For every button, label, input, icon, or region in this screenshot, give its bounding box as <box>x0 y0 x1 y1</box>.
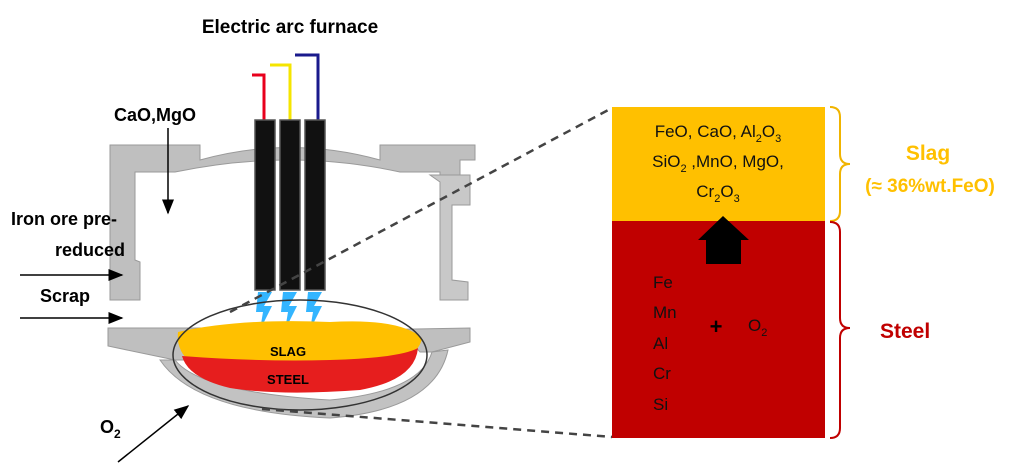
wire-yellow <box>270 63 292 122</box>
furnace-slag-label: SLAG <box>270 344 306 359</box>
slag-box <box>612 107 825 221</box>
slag-composition-line1: FeO, CaO, Al2O3 <box>655 122 782 145</box>
up-arrow-icon <box>698 216 749 264</box>
slag-composition-line2: SiO2 ,MnO, MgO, <box>652 152 784 175</box>
slag-note-label: (≈ 36%wt.FeO) <box>865 176 995 197</box>
electrode-1 <box>254 119 276 291</box>
steel-side-label: Steel <box>880 320 930 343</box>
steel-element: Si <box>653 395 668 414</box>
electrodes <box>254 119 326 291</box>
steel-element: Mn <box>653 303 677 322</box>
steel-element: Cr <box>653 364 671 383</box>
wire-blue <box>295 53 320 122</box>
scrap-label: Scrap <box>40 286 90 306</box>
slag-brace <box>829 106 851 222</box>
cao-mgo-label: CaO,MgO <box>114 105 196 125</box>
wire-red <box>252 73 266 122</box>
electrode-2 <box>279 119 301 291</box>
electrode-3 <box>304 119 326 291</box>
slag-composition-line3: Cr2O3 <box>696 182 739 205</box>
iron-ore-label-1: Iron ore pre- <box>11 209 117 229</box>
steel-brace <box>829 221 851 439</box>
steel-element: Fe <box>653 273 673 292</box>
plus-sign: + <box>710 314 723 339</box>
zoom-ellipse <box>172 299 428 411</box>
steel-element: Al <box>653 334 668 353</box>
o2-label: O2 <box>100 417 121 441</box>
melt-bath: SLAG STEEL <box>177 321 422 393</box>
slag-side-label: Slag <box>906 142 950 165</box>
zoom-connectors <box>229 106 613 439</box>
slag-layer <box>177 321 422 362</box>
o2-arrow <box>117 405 190 463</box>
iron-ore-label-2: reduced <box>55 240 125 260</box>
steel-elements: Fe Mn Al Cr Si <box>653 273 677 414</box>
steel-layer <box>182 348 418 393</box>
electrode-wires <box>252 53 320 122</box>
diagram-title: Electric arc furnace <box>202 17 378 38</box>
furnace-steel-label: STEEL <box>267 372 309 387</box>
steel-o2-label: O2 <box>748 316 767 339</box>
arc-icon <box>256 292 322 330</box>
